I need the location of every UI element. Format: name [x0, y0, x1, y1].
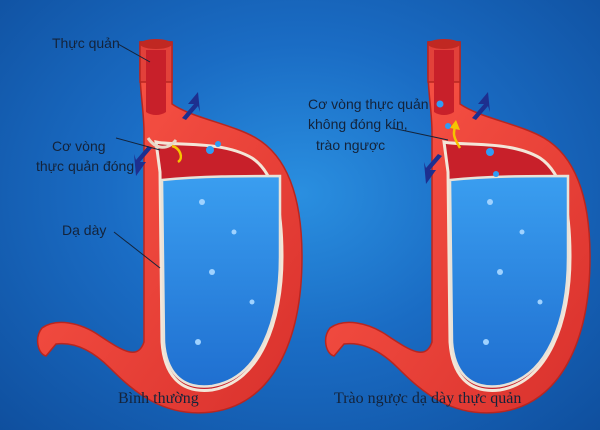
- stomach-reflux: [321, 37, 592, 415]
- label-reflux-line2: không đóng kín,: [308, 116, 408, 132]
- label-reflux-line3: trào ngược: [316, 137, 386, 153]
- caption-normal: Bình thường: [118, 390, 199, 407]
- label-sphincter-line1: Cơ vòng: [52, 138, 106, 154]
- pressure-arrows: [134, 92, 490, 184]
- label-stomach: Dạ dày: [62, 222, 107, 238]
- leader-lines: [113, 43, 449, 269]
- stomach-normal: [33, 37, 304, 415]
- caption-reflux: Trào ngược dạ dày thực quản: [334, 390, 522, 407]
- label-sphincter-line2: thực quản đóng: [36, 158, 135, 174]
- label-esophagus: Thực quản: [52, 35, 120, 51]
- label-reflux-line1: Cơ vòng thực quản: [308, 96, 429, 112]
